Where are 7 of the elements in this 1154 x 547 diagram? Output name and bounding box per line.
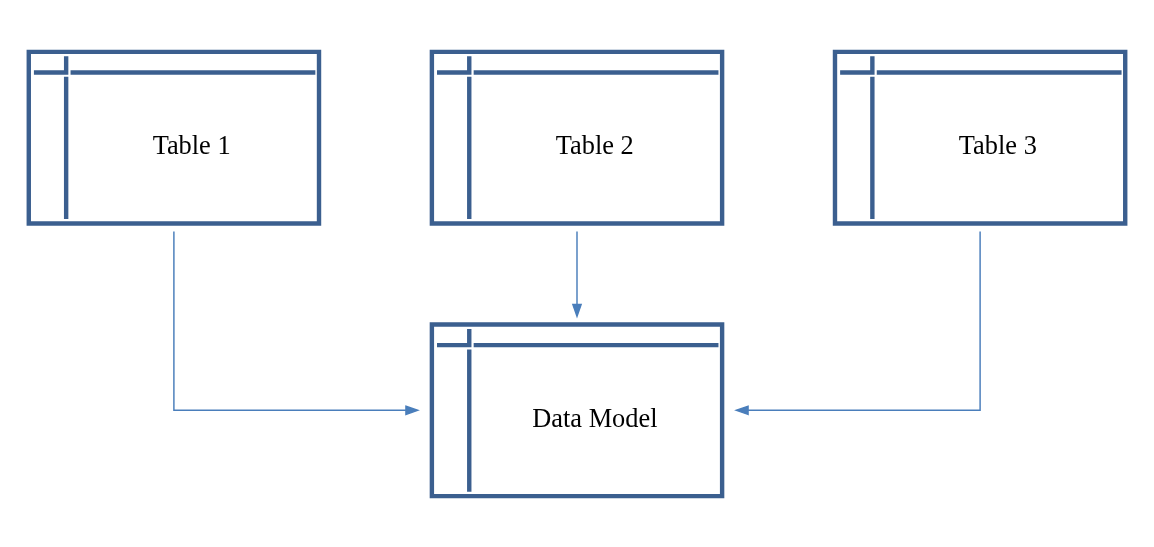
- node-box: Data Model: [429, 321, 725, 498]
- node-box: Table 2: [429, 49, 725, 226]
- node-box: Table 1: [26, 49, 322, 226]
- arrow: [173, 230, 420, 415]
- node-box: Table 3: [832, 49, 1128, 226]
- arrow: [734, 230, 981, 415]
- arrow: [571, 230, 583, 319]
